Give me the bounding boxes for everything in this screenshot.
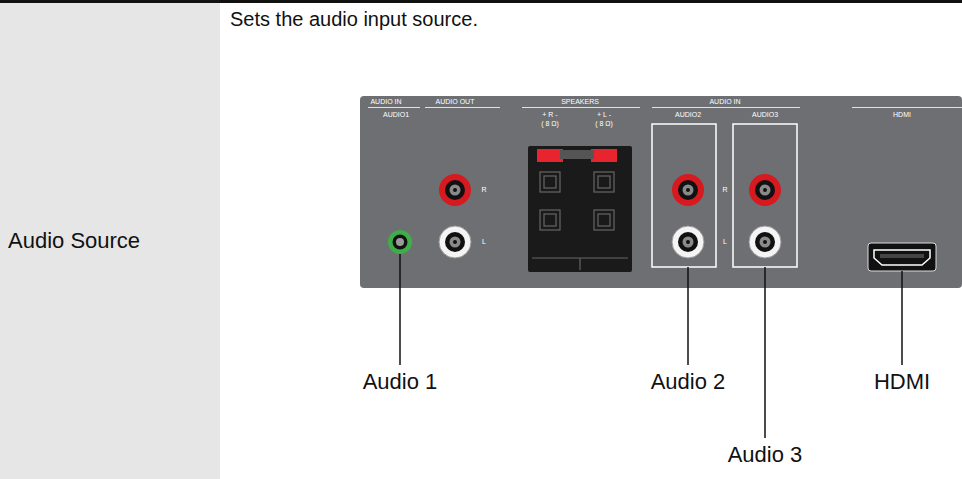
- speaker-terminal: [528, 146, 632, 272]
- port-name: AUDIO3: [752, 111, 778, 118]
- channel-mark: R: [722, 186, 727, 193]
- channel-mark: R: [481, 186, 486, 193]
- channel-mark: L: [482, 238, 486, 245]
- mini-jack: [388, 230, 412, 254]
- header-rules: [368, 107, 962, 108]
- hdmi-port: [868, 243, 936, 271]
- row-heading-cell: Audio Source: [0, 3, 220, 479]
- terminal-polarity: + R -: [542, 111, 557, 118]
- port-name: HDMI: [893, 111, 911, 118]
- panel-header: AUDIO IN: [370, 98, 401, 105]
- callout-label: HDMI: [874, 371, 930, 393]
- row-heading: Audio Source: [8, 228, 214, 254]
- port-name: AUDIO1: [383, 111, 409, 118]
- port-name: AUDIO2: [675, 111, 701, 118]
- panel-header: SPEAKERS: [561, 98, 599, 105]
- panel-header: AUDIO OUT: [436, 98, 475, 105]
- impedance-rating: ( 8 Ω): [595, 120, 613, 127]
- callout-label: Audio 3: [728, 444, 803, 466]
- description-cell: Sets the audio input source.: [220, 3, 962, 93]
- channel-mark: L: [723, 238, 727, 245]
- leader-lines: [400, 254, 902, 438]
- rear-panel: [360, 96, 962, 288]
- description-text: Sets the audio input source.: [230, 7, 952, 31]
- terminal-polarity: + L -: [597, 111, 611, 118]
- callout-label: Audio 1: [363, 371, 438, 393]
- panel-header: AUDIO IN: [709, 98, 740, 105]
- impedance-rating: ( 8 Ω): [541, 120, 559, 127]
- group-brackets: [652, 124, 797, 267]
- callout-label: Audio 2: [651, 371, 726, 393]
